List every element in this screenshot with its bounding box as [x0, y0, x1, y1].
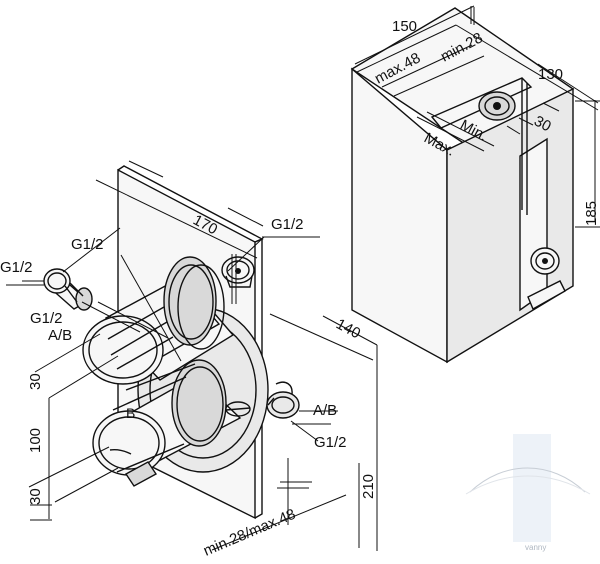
upper-valve-assembly — [82, 256, 235, 385]
label-g12-right: G1/2 — [314, 434, 347, 451]
dimension-30-bottom: 30 — [27, 488, 44, 505]
dimension-185: 185 — [583, 201, 600, 226]
label-g12-top: G1/2 — [271, 216, 304, 233]
label-g12-mid-left: G1/2 — [71, 236, 104, 253]
left-fitting — [43, 268, 93, 311]
svg-text:B: B — [126, 405, 135, 421]
bottom-ring — [225, 401, 251, 417]
installation-box — [350, 7, 575, 364]
label-g12-top-left: G1/2 — [0, 259, 33, 276]
box-dimensions — [354, 5, 600, 228]
left-dimensions — [6, 160, 378, 551]
dimension-30-box: 30 — [531, 113, 554, 136]
right-fitting — [266, 381, 300, 419]
dimension-100: 100 — [27, 428, 44, 453]
dimension-30-top: 30 — [27, 373, 44, 390]
watermark-text: vanny — [525, 543, 546, 552]
label-g12-lower-left: G1/2 — [30, 310, 63, 327]
watermark: vanny — [465, 434, 591, 552]
dimension-210: 210 — [360, 474, 377, 499]
label-ab-left: A/B — [48, 327, 72, 344]
label-ab-right: A/B — [313, 402, 337, 419]
dimension-130: 130 — [538, 66, 563, 83]
lower-valve-assembly: B — [92, 359, 242, 487]
dimension-140: 140 — [333, 316, 363, 343]
dimension-150: 150 — [392, 18, 417, 35]
